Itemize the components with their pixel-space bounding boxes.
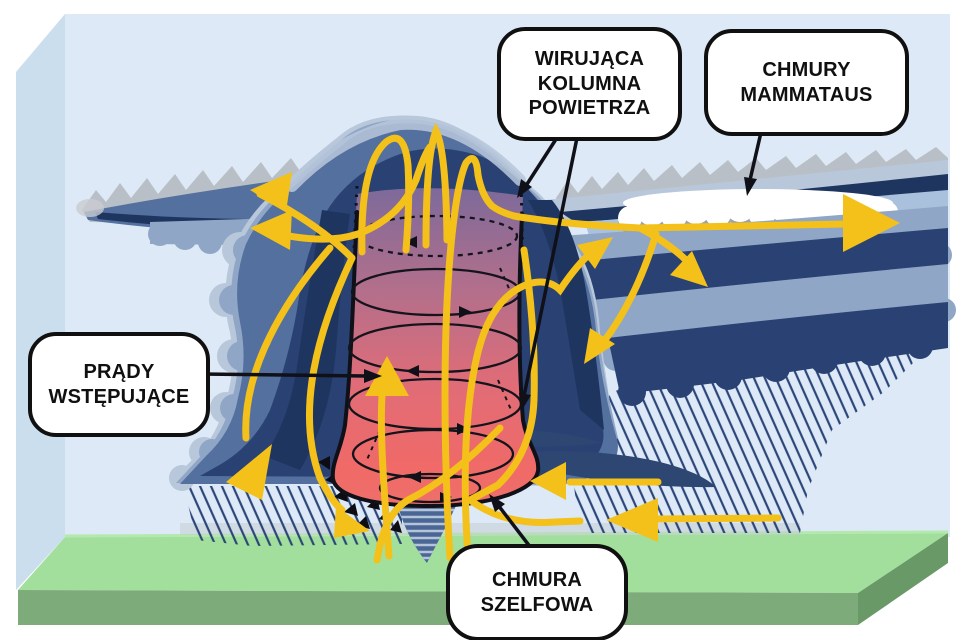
airflow-cross-base bbox=[373, 424, 504, 564]
airflow-hairpin-left bbox=[358, 134, 413, 256]
callout-shelf-cloud: CHMURA SZELFOWA bbox=[446, 544, 628, 640]
circulation-ellipse bbox=[350, 267, 522, 317]
arrowhead-se-branch bbox=[670, 251, 708, 287]
pointer-updrafts bbox=[199, 372, 367, 378]
callout-line: CHMURA bbox=[491, 568, 583, 591]
airflow-descent-sw bbox=[598, 230, 660, 348]
callout-rotating-column: WIRUJĄCA KOLUMNA POWIETRZA bbox=[497, 27, 682, 141]
cloud-darker-left-hug bbox=[264, 210, 350, 470]
airflow-hairpin-center bbox=[422, 122, 451, 249]
callout-line: WIRUJĄCA bbox=[534, 47, 645, 70]
callout-line: WSTĘPUJĄCE bbox=[48, 385, 190, 408]
airflow bbox=[226, 122, 900, 564]
airflow-line-flank-descent-1 bbox=[242, 244, 334, 442]
ground-right-facet bbox=[858, 533, 948, 625]
pointer-shelf-cloud bbox=[496, 503, 533, 550]
arrowhead-up-updraft bbox=[365, 356, 409, 396]
airflow-line-flank-descent-2 bbox=[305, 254, 356, 514]
circulation-arrowheads bbox=[404, 236, 472, 502]
callout-line: MAMMATAUS bbox=[740, 83, 873, 106]
arrowhead-inflow-mid bbox=[530, 462, 566, 500]
circulation-ellipse bbox=[347, 322, 523, 374]
pointer-mammatus bbox=[748, 127, 764, 181]
pointer-column-lower bbox=[522, 132, 580, 397]
airflow-updraft-over-top bbox=[441, 155, 518, 562]
pointer-arrowhead bbox=[489, 494, 505, 512]
anvil-left-tip-fade bbox=[76, 199, 104, 217]
callout-line: POWIETRZA bbox=[528, 97, 651, 120]
arrowhead-sw-descent bbox=[584, 328, 615, 364]
airflow-arrowheads bbox=[226, 172, 900, 542]
pointer-arrowhead bbox=[519, 393, 531, 412]
airflow-updraft-to-ne-arrow bbox=[461, 243, 602, 560]
arrowhead-right-big bbox=[843, 194, 900, 252]
anvil-right-wave-band-dark2 bbox=[608, 302, 948, 406]
pointer-arrowhead bbox=[517, 179, 532, 198]
pointer-arrowhead bbox=[364, 369, 382, 383]
airflow-rfd-wrap bbox=[463, 246, 584, 526]
circulation-ellipse bbox=[351, 428, 515, 480]
callout-line: PRĄDY bbox=[83, 360, 155, 383]
callout-mammatus: CHMURY MAMMATAUS bbox=[704, 29, 909, 136]
dome-rim-highlight bbox=[286, 117, 526, 192]
callout-pointers bbox=[199, 127, 764, 550]
sky-left-facet bbox=[16, 14, 65, 590]
callout-updrafts: PRĄDY WSTĘPUJĄCE bbox=[28, 332, 210, 437]
pointer-arrowhead bbox=[744, 177, 757, 196]
callout-line: SZELFOWA bbox=[480, 593, 594, 616]
callout-line: CHMURY bbox=[762, 58, 851, 81]
cloud-darker-right-hug bbox=[528, 200, 604, 430]
arrowhead-downright-base bbox=[334, 506, 370, 538]
airflow-inflow-ground bbox=[650, 514, 782, 523]
shelf-cloud-wisp bbox=[520, 430, 716, 488]
arrowhead-left-upper bbox=[250, 172, 292, 212]
circulation-ellipse bbox=[378, 472, 482, 504]
airflow-anvil-main-right bbox=[510, 212, 849, 232]
arrowhead-ne-recycle bbox=[577, 237, 613, 269]
callout-line: KOLUMNA bbox=[537, 72, 642, 95]
airflow-line-left-out-lower bbox=[258, 143, 434, 243]
ground-front-face bbox=[18, 590, 858, 625]
arrowhead-left-lower bbox=[250, 210, 292, 250]
arrowhead-downleft-big bbox=[226, 444, 272, 500]
arrowhead-inflow-ground bbox=[606, 498, 658, 542]
